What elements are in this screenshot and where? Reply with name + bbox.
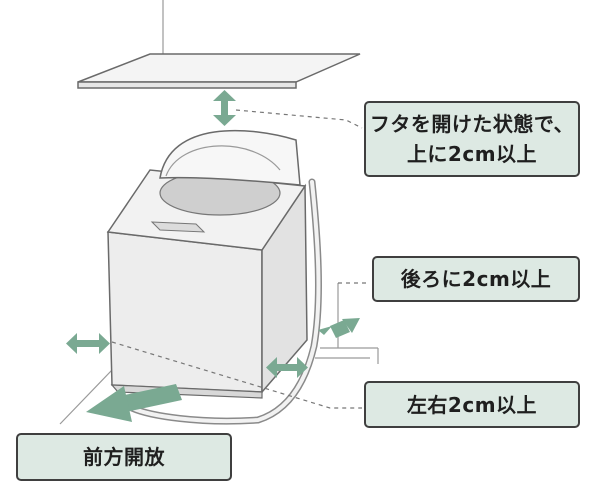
arrow-top-icon [213, 90, 236, 126]
arrow-front-icon [86, 384, 182, 422]
arrow-back-icon [318, 318, 360, 338]
room-lines [59, 0, 379, 425]
machine-base [110, 384, 263, 399]
open-lid [159, 129, 301, 186]
label-back-text: 後ろに2cm以上 [400, 267, 552, 291]
machine-front [107, 231, 263, 393]
label-top-clearance: フタを開けた状態で、 上に2cm以上 [364, 101, 580, 177]
label-top-line2: 上に2cm以上 [406, 142, 538, 166]
control-panel [150, 221, 206, 233]
washing-machine [106, 129, 322, 425]
arrow-left-icon [66, 333, 110, 354]
label-top-line1: フタを開けた状態で、 [369, 112, 575, 136]
label-front-open: 前方開放 [16, 433, 232, 481]
arrow-right-icon [266, 357, 308, 378]
label-side-clearance: 左右2cm以上 [364, 381, 580, 428]
lid-dome [165, 145, 281, 177]
label-side-text: 左右2cm以上 [406, 392, 538, 417]
label-back-clearance: 後ろに2cm以上 [372, 256, 580, 302]
leader-lines [111, 109, 370, 409]
upper-shelf [77, 53, 361, 89]
label-front-text: 前方開放 [83, 445, 165, 469]
